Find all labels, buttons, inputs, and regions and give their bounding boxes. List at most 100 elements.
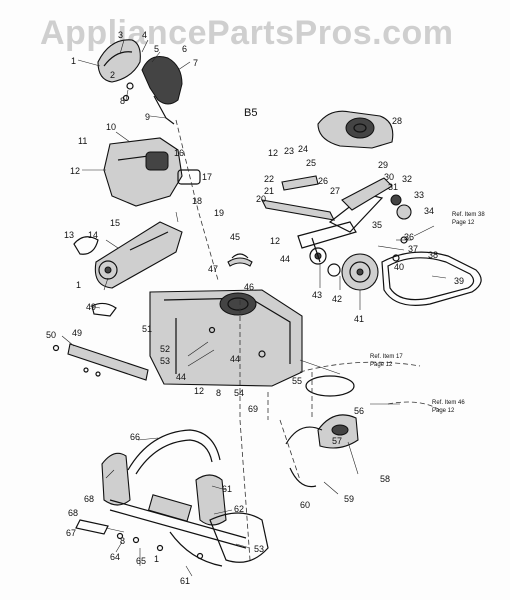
callout-61a: 61 (222, 484, 232, 494)
scraper-bar (52, 302, 149, 381)
callout-50: 50 (46, 330, 56, 340)
reference-notes: Ref. Item 38 Page 12 Ref. Item 17 Page 1… (370, 212, 485, 414)
callout-31: 31 (388, 182, 398, 192)
callout-24: 24 (298, 144, 308, 154)
callout-64: 64 (110, 552, 120, 562)
callout-9: 9 (145, 112, 150, 122)
callout-1b: 1 (76, 280, 81, 290)
callout-8: 8 (120, 96, 125, 106)
engine-pulley-assembly (317, 110, 394, 149)
callout-43: 43 (312, 290, 322, 300)
callout-15: 15 (110, 218, 120, 228)
callout-44c: 44 (280, 254, 290, 264)
callout-1: 1 (71, 56, 76, 66)
callout-49b: 49 (72, 328, 82, 338)
alignment-lines (175, 119, 313, 561)
callout-8c: 8 (120, 536, 125, 546)
callout-20: 20 (256, 194, 266, 204)
callout-38: 38 (428, 250, 438, 260)
callout-32: 32 (402, 174, 412, 184)
callout-34: 34 (424, 206, 434, 216)
callout-4: 4 (142, 30, 147, 40)
callout-46: 46 (244, 282, 254, 292)
callout-18: 18 (192, 196, 202, 206)
callout-44b: 44 (230, 354, 240, 364)
callout-labels: 1 3 4 2 5 6 7 8 9 10 11 12 16 17 18 19 1… (46, 30, 464, 586)
callout-69a: 69 (248, 404, 258, 414)
callout-65: 65 (136, 556, 146, 566)
impeller-pulley (279, 361, 441, 488)
callout-6: 6 (182, 44, 187, 54)
callout-12b: 12 (194, 386, 204, 396)
callout-53a: 53 (160, 356, 170, 366)
callout-12d: 12 (270, 236, 280, 246)
auger-housing (149, 253, 303, 387)
callout-7: 7 (193, 58, 198, 68)
callout-54: 54 (234, 388, 244, 398)
callout-42: 42 (332, 294, 342, 304)
callout-35: 35 (372, 220, 382, 230)
drive-lever-assembly (261, 175, 412, 265)
callout-22: 22 (264, 174, 274, 184)
callout-67: 67 (66, 528, 76, 538)
chute-deflector-assembly (97, 39, 183, 125)
callout-17: 17 (202, 172, 212, 182)
callout-59: 59 (344, 494, 354, 504)
callout-53b: 53 (254, 544, 264, 554)
callout-45: 45 (230, 232, 240, 242)
callout-49a: 49 (86, 302, 96, 312)
callout-30: 30 (384, 172, 394, 182)
callout-8b: 8 (216, 388, 221, 398)
section-code: B5 (244, 107, 257, 119)
callout-60: 60 (300, 500, 310, 510)
callout-40: 40 (394, 262, 404, 272)
ref-46-line1: Ref. Item 46 (432, 400, 465, 406)
callout-56: 56 (354, 406, 364, 416)
ref-17-line2: Page 12 (370, 362, 393, 368)
callout-47: 47 (208, 264, 218, 274)
leader-lines (61, 39, 447, 577)
callout-58: 58 (380, 474, 390, 484)
pulley-and-belt (327, 236, 482, 306)
callout-68a: 68 (84, 494, 94, 504)
callout-2: 2 (110, 70, 115, 80)
ref-38-line1: Ref. Item 38 (452, 212, 485, 218)
callout-27: 27 (330, 186, 340, 196)
callout-39: 39 (454, 276, 464, 286)
callout-37: 37 (408, 244, 418, 254)
callout-62: 62 (234, 504, 244, 514)
callout-61b: 61 (180, 576, 190, 586)
callout-52: 52 (160, 344, 170, 354)
callout-51: 51 (142, 324, 152, 334)
callout-19: 19 (214, 208, 224, 218)
callout-26: 26 (318, 176, 328, 186)
callout-16: 16 (174, 148, 184, 158)
callout-68b: 68 (68, 508, 78, 518)
callout-12: 12 (70, 166, 80, 176)
callout-13: 13 (64, 230, 74, 240)
callout-66: 66 (130, 432, 140, 442)
callout-11: 11 (78, 136, 87, 146)
callout-14: 14 (88, 230, 98, 240)
drive-arm-assembly (73, 221, 183, 289)
callout-57: 57 (332, 436, 342, 446)
ref-46-line2: Page 12 (432, 408, 455, 414)
callout-12c: 12 (268, 148, 278, 158)
watermark: AppliancePartsPros.com (40, 14, 454, 52)
chute-crank-bracket (103, 137, 201, 207)
callout-21: 21 (264, 186, 274, 196)
callout-1c: 1 (154, 554, 159, 564)
callout-29: 29 (378, 160, 388, 170)
ref-38-line2: Page 12 (452, 220, 475, 226)
callout-36: 36 (404, 232, 414, 242)
callout-25: 25 (306, 158, 316, 168)
auger-assembly (75, 429, 269, 567)
callout-33: 33 (414, 190, 424, 200)
callout-10: 10 (106, 122, 116, 132)
callout-28: 28 (392, 116, 402, 126)
callout-41: 41 (354, 314, 364, 324)
callout-23: 23 (284, 146, 294, 156)
callout-55: 55 (292, 376, 302, 386)
